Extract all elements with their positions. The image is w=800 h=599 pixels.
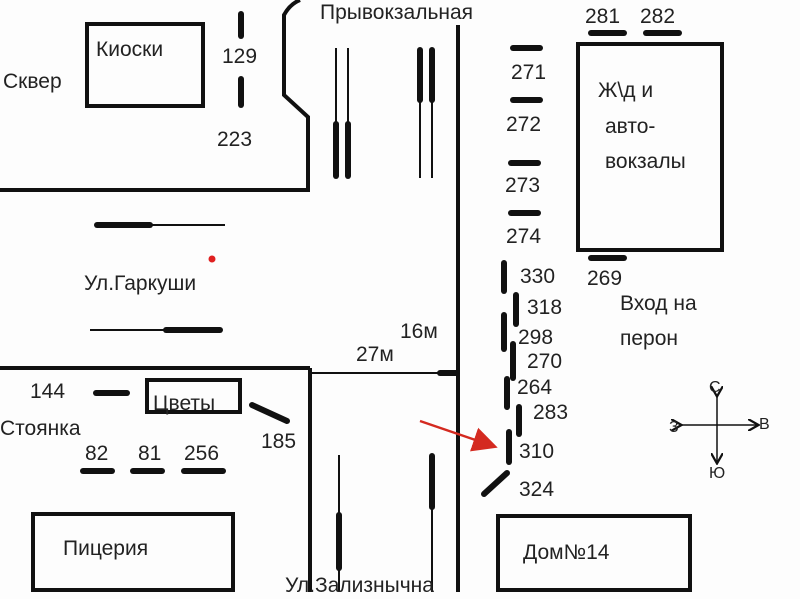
stop-129-label: 129 [222,45,257,68]
stop-310-label: 310 [519,440,554,463]
station-box [576,42,724,252]
pizzeria-box [31,512,235,592]
location-marker [208,255,216,263]
flowers-box [145,378,242,414]
stop-273-label: 273 [505,174,540,197]
stop-82-label: 82 [85,442,108,465]
stop-256-label: 256 [184,442,219,465]
stop-264-label: 264 [517,376,552,399]
flowers-label: Цветы [153,392,215,415]
stop-274-label: 274 [506,225,541,248]
kiosks-box [85,22,205,108]
stop-223-label: 223 [217,128,252,151]
platform-label-2: перон [620,327,678,350]
stop-271-label: 271 [511,61,546,84]
street-pryvokzalnaya: Прывокзальная [320,1,473,24]
distance-16m: 16м [400,320,438,343]
stop-282-label: 282 [640,5,675,28]
stop-324-mark [481,470,510,497]
station-label-2: авто- [605,115,655,138]
compass-west: З [669,419,679,436]
pizzeria-label: Пицерия [63,537,148,560]
stop-144-label: 144 [30,380,65,403]
stop-185-label: 185 [261,430,296,453]
stop-283-label: 283 [533,401,568,424]
stop-298-label: 298 [518,326,553,349]
station-label-1: Ж\д и [598,79,653,102]
stop-270-label: 270 [527,350,562,373]
distance-27m: 27м [356,343,394,366]
stop-324-label: 324 [519,478,554,501]
compass-south: Ю [709,465,725,482]
compass-north: С [709,379,721,396]
house-14-label: Дом№14 [523,541,610,564]
platform-label-1: Вход на [620,292,697,315]
stop-81-label: 81 [138,442,161,465]
street-zaliznychna: Ул.Зализнычна [285,574,434,597]
stop-185-mark [249,402,290,424]
street-garkushi: Ул.Гаркуши [84,272,196,295]
stop-318-label: 318 [527,296,562,319]
station-label-3: вокзалы [605,150,686,173]
stop-281-label: 281 [585,5,620,28]
house-14-box [496,514,692,592]
kiosks-label: Киоски [96,38,163,61]
skver-label: Сквер [3,70,62,93]
compass: С Ю З В [669,379,770,482]
stop-272-label: 272 [506,113,541,136]
stop-269-label: 269 [587,267,622,290]
parking-label: Стоянка [0,417,81,440]
compass-east: В [759,416,770,433]
pointer-arrow [419,419,498,452]
stop-330-label: 330 [520,265,555,288]
square-block-outline [0,0,310,192]
